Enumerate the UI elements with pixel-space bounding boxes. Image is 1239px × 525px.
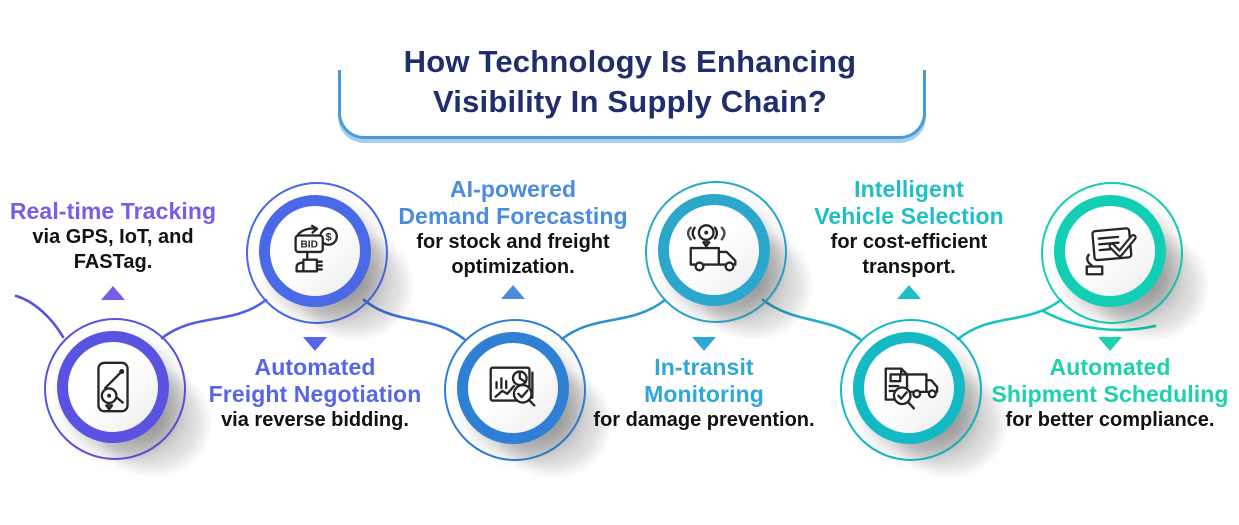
page-title-line2: Visibility In Supply Chain? — [432, 84, 828, 119]
page-title: How Technology Is Enhancing Visibility I… — [300, 42, 960, 122]
page-title-line1: How Technology Is Enhancing — [403, 44, 857, 79]
title-bracket-frame — [338, 70, 926, 139]
